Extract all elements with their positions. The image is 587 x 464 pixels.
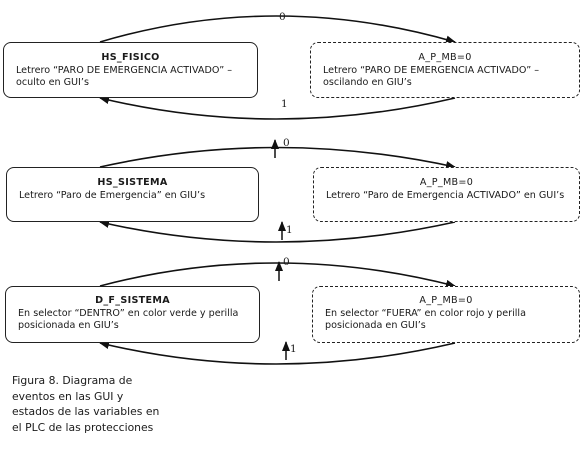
transition-label: 1 (281, 98, 288, 110)
transition-label: 0 (283, 256, 290, 268)
transition-label: 0 (283, 137, 290, 149)
state-box-a-p-mb-1: A_P_MB=0 Letrero “PARO DE EMERGENCIA ACT… (310, 42, 580, 98)
transition-arrow-0-1 (99, 15, 456, 44)
transition-arrow-1-0 (99, 341, 456, 365)
state-description: Letrero “PARO DE EMERGENCIA ACTIVADO” – … (16, 64, 233, 89)
state-box-a-p-mb-2: A_P_MB=0 Letrero “Paro de Emergencia ACT… (313, 167, 580, 222)
state-title: D_F_SISTEMA (95, 295, 170, 306)
transition-label: 0 (279, 11, 286, 23)
state-description: Letrero “Paro de Emergencia” en GIU’s (19, 189, 206, 201)
state-description: En selector “FUERA” en color rojo y peri… (325, 307, 526, 332)
state-description: Letrero “Paro de Emergencia ACTIVADO” en… (326, 189, 565, 201)
state-title: A_P_MB=0 (419, 177, 474, 188)
transition-arrow-0-1 (99, 262, 456, 288)
state-title: A_P_MB=0 (418, 52, 472, 63)
transition-arrow-0-1 (99, 146, 456, 170)
state-box-d-f-sistema: D_F_SISTEMA En selector “DENTRO” en colo… (5, 286, 260, 343)
state-description: Letrero “PARO DE EMERGENCIA ACTIVADO” – … (323, 64, 540, 89)
transition-label: 1 (286, 224, 293, 236)
transition-arrow-1-0 (99, 96, 456, 120)
state-title: HS_FISICO (101, 52, 160, 63)
state-box-a-p-mb-3: A_P_MB=0 En selector “FUERA” en color ro… (312, 286, 580, 343)
transition-label: 1 (290, 343, 297, 355)
transition-arrow-1-0 (99, 220, 456, 243)
state-description: En selector “DENTRO” en color verde y pe… (18, 307, 239, 332)
figure-caption: Figura 8. Diagrama de eventos en las GUI… (12, 374, 160, 434)
state-box-hs-fisico: HS_FISICO Letrero “PARO DE EMERGENCIA AC… (3, 42, 258, 98)
state-title: A_P_MB=0 (419, 295, 473, 306)
state-box-hs-sistema: HS_SISTEMA Letrero “Paro de Emergencia” … (6, 167, 259, 222)
state-title: HS_SISTEMA (97, 177, 168, 188)
